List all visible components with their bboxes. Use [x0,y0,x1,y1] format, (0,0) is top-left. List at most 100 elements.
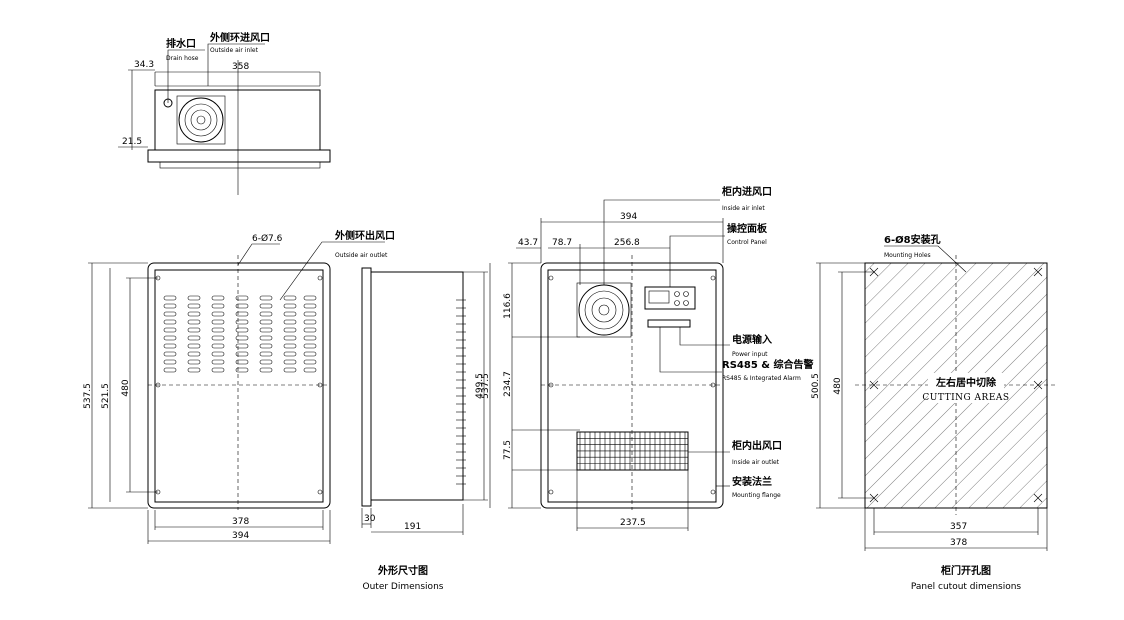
front-view-body [154,269,324,503]
side-dim-depth: 191 [404,522,421,532]
top-dim-offset-top: 34.3 [134,60,154,70]
vent-slot [187,359,201,365]
inside-outlet-grille [576,431,689,471]
vent-slot [211,351,225,357]
back-dim-fan-span: 256.8 [614,238,640,248]
back-dim-height-total: 537.5 [481,373,491,399]
vent-slot [187,327,201,333]
vent-slot [259,327,273,333]
vent-slot [283,303,297,309]
inside-inlet-label-en: Inside air inlet [722,205,765,212]
vent-slot [259,303,273,309]
control-panel-label-cn: 操控面板 [727,222,768,235]
vent-slot [283,367,297,373]
front-vent-slots [163,295,317,373]
vent-slot [235,367,249,373]
back-mount-holes [548,275,716,495]
drain-label-cn: 排水口 [166,37,196,50]
power-connector [647,319,691,328]
vent-slot [283,295,297,301]
cutting-area-label-cn: 左右居中切除 [935,376,997,389]
vent-slot [235,311,249,317]
vent-slot [259,351,273,357]
vent-slot [283,351,297,357]
front-dim-height-holes: 480 [121,379,131,396]
vent-slot [211,295,225,301]
caption-outer-cn: 外形尺寸图 [377,564,428,577]
vent-slot [283,327,297,333]
flange-label-cn: 安装法兰 [732,475,772,488]
vent-slot [211,359,225,365]
cutout-dim-width: 378 [950,538,967,548]
vent-slot [259,343,273,349]
vent-slot [163,295,177,301]
caption-panel-cn: 柜门开孔图 [940,564,991,577]
vent-slot [211,335,225,341]
vent-slot [163,351,177,357]
vent-slot [303,303,317,309]
vent-slot [187,303,201,309]
vent-slot [303,359,317,365]
vent-slot [163,359,177,365]
vent-slot [187,367,201,373]
vent-slot [283,343,297,349]
vent-slot [303,311,317,317]
front-dim-width-inner: 378 [232,517,249,527]
vent-slot [187,311,201,317]
cutout-dim-width-inner: 357 [950,522,967,532]
vent-slot [163,319,177,325]
vent-slot [235,359,249,365]
vent-slot [259,311,273,317]
vent-slot [235,295,249,301]
side-view: 30 191 499.5 [361,267,488,535]
vent-slot [283,311,297,317]
vent-slot [211,303,225,309]
vent-slot [187,351,201,357]
vent-slot [303,295,317,301]
vent-slot [235,343,249,349]
flange-label-en: Mounting flange [732,492,781,499]
vent-slot [283,359,297,365]
vent-slot [187,343,201,349]
vent-slot [187,335,201,341]
back-dim-left: 43.7 [518,238,538,248]
vent-slot [235,319,249,325]
front-dim-height-total: 537.5 [83,383,93,409]
vent-slot [211,319,225,325]
control-panel-label-en: Control Panel [727,239,767,246]
inside-inlet-label-cn: 柜内进风口 [721,185,772,198]
vent-slot [303,351,317,357]
back-dim-outlet: 77.5 [503,440,513,460]
vent-slot [283,319,297,325]
cutout-dim-height-holes: 480 [833,377,843,394]
vent-slot [211,311,225,317]
vent-slot [283,335,297,341]
side-dim-flange: 30 [364,514,376,524]
alarm-label-cn: RS485 & 综合告警 [722,358,813,371]
vent-slot [187,319,201,325]
front-dim-width-total: 394 [232,531,249,541]
alarm-label-en: RS485 & Integrated Alarm [722,375,801,382]
vent-slot [259,295,273,301]
vent-slot [163,311,177,317]
back-dim-outlet-width: 237.5 [620,518,646,528]
vent-slot [235,351,249,357]
vent-slot [211,343,225,349]
control-panel-display [644,286,696,310]
cutout-dim-height: 500.5 [811,373,821,399]
vent-slot [235,335,249,341]
back-dim-width: 394 [620,212,637,222]
vent-slot [187,295,201,301]
vent-slot [163,335,177,341]
back-fan-icon [578,284,630,336]
cutout-holes-label-cn: 6-Ø8安装孔 [884,233,941,246]
top-view-flange [147,149,331,163]
outside-outlet-label-en: Outside air outlet [335,252,388,259]
vent-slot [211,327,225,333]
caption-outer-en: Outer Dimensions [363,582,444,592]
back-view: 394 43.7 78.7 256.8 116.6 234.7 77.5 537… [481,185,813,531]
cutout-view: 左右居中切除 CUTTING AREAS 500.5 480 357 378 6… [811,233,1057,551]
side-view-flange [361,267,372,507]
vent-slot [259,319,273,325]
